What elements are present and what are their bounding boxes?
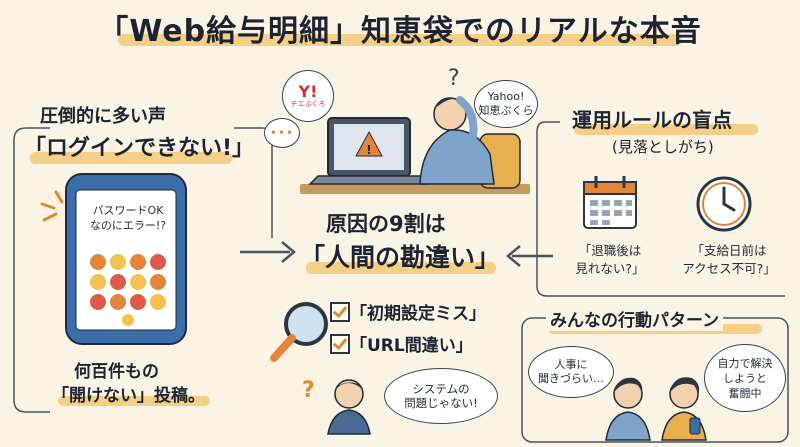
check-label-url-mistake: 「URL間違い」 — [350, 336, 473, 356]
yahoo-bubble-text-1: Yahoo! — [487, 90, 525, 103]
speech-bubble-hr: 人事に 聞きづらい… — [528, 346, 614, 398]
blind-title-highlight — [574, 124, 758, 135]
left-heading-1: 圧倒的に多い声 — [40, 106, 166, 127]
question-mark-icon-2: ? — [302, 378, 315, 403]
speech-bubble-system: システムの 問題じゃない! — [384, 368, 498, 424]
worried-person-icon — [605, 377, 651, 441]
checkbox-initial-setup — [330, 302, 350, 322]
blind-spot-subtitle: (見落としがち) — [612, 138, 714, 156]
left-heading-2: 「ログインできない!」 — [24, 136, 255, 161]
speech-bubble-self-solve: 自力で解決 しようと 奮闘中 — [704, 344, 786, 412]
svg-text:!: ! — [366, 143, 371, 157]
yahoo-chiebukuro-bubble: Yahoo! 知恵ぶくら — [474, 80, 538, 128]
left-bottom-2: 「開けない」投稿。 — [52, 386, 205, 406]
left-heading-highlight — [30, 152, 232, 164]
yahoo-bubble-text-2: 知恵ぶくら — [478, 104, 534, 117]
left-bottom-highlight — [58, 396, 210, 406]
left-bottom-1: 何百件もの — [74, 362, 159, 382]
yahoo-logo-text: Y! — [298, 81, 318, 101]
speech-text-1: システムの — [412, 382, 470, 396]
thinking-person-icon — [327, 379, 371, 435]
clock-icon — [696, 176, 752, 232]
person1-text-2: 聞きづらい… — [538, 372, 604, 385]
title-highlight — [118, 34, 682, 46]
speech-text-2: 問題じゃない! — [404, 396, 478, 410]
calendar-caption-1: 「退職後は — [578, 243, 642, 258]
clock-caption-1: 「支給日前は — [691, 243, 767, 258]
page-title: 「Web給与明細」知恵袋でのリアルな本音 — [98, 14, 702, 49]
pattern-title: みんなの行動パターン — [546, 306, 724, 331]
cause-line-1: 原因の9割は — [326, 212, 446, 236]
cause-line-2: 「人間の勘違い」 — [300, 243, 501, 272]
alert-spark-icon — [40, 190, 64, 222]
calendar-icon — [583, 176, 637, 229]
yahoo-logo-sub: チエぶくろ — [290, 99, 326, 108]
phone-illustration — [65, 173, 187, 345]
person2-text-1: 自力で解決 — [717, 356, 773, 370]
person2-text-2: しようと — [723, 371, 767, 385]
clock-caption-2: アクセス不可?」 — [682, 261, 776, 276]
laptop-person-illustration: ! — [300, 96, 530, 194]
check-label-initial-setup: 「初期設定ミス」 — [350, 304, 486, 324]
emoji-faces — [90, 254, 166, 326]
checkbox-url-mistake — [330, 334, 350, 354]
person1-text-1: 人事に — [554, 358, 588, 371]
phone-text-2: なのにエラー!? — [89, 219, 167, 232]
magnifier-icon — [270, 302, 328, 362]
calendar-caption-2: 見れない?」 — [575, 261, 645, 276]
phone-text-1: パスワードOK — [92, 204, 164, 217]
struggling-person-icon — [661, 377, 707, 441]
cause-highlight — [306, 262, 496, 274]
person2-text-3: 奮闘中 — [728, 386, 762, 400]
yahoo-logo-bubble: Y! チエぶくろ — [282, 70, 334, 122]
chat-bubble-icon: ••• — [264, 118, 300, 148]
question-mark-icon: ? — [448, 66, 460, 91]
blind-spot-title: 運用ルールの盲点 — [572, 108, 732, 132]
